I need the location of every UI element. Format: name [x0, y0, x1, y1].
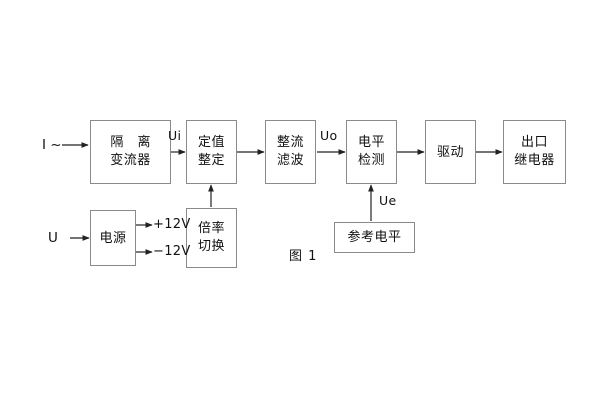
block-setting-adjustment[interactable]: 定值 整定: [186, 120, 237, 184]
block-output-relay-line2: 继电器: [514, 153, 555, 168]
figure-caption: 图 1: [289, 249, 318, 264]
block-multiplier-switch[interactable]: 倍率 切换: [186, 208, 237, 268]
block-rectify-filter-line1: 整流: [276, 134, 304, 150]
block-setting-adjustment-line1: 定值: [197, 134, 225, 150]
block-isolation-transformer[interactable]: 隔 离 变流器: [90, 120, 171, 184]
block-rectify-filter-line2: 滤波: [276, 153, 304, 168]
signal-label-ui: Ui: [168, 128, 182, 143]
power-rail-negative-label: −12V: [153, 244, 191, 259]
block-isolation-transformer-line2: 变流器: [110, 153, 151, 168]
block-power-supply-line1: 电源: [99, 230, 127, 246]
input-label-voltage: U: [48, 230, 58, 246]
input-label-current: I ~: [42, 137, 62, 153]
block-multiplier-switch-line2: 切换: [197, 239, 225, 254]
block-drive-line1: 驱动: [436, 144, 464, 160]
block-reference-level-line1: 参考电平: [347, 230, 402, 245]
block-rectify-filter[interactable]: 整流 滤波: [265, 120, 316, 184]
block-level-detection-line2: 检测: [357, 153, 385, 168]
block-setting-adjustment-line2: 整定: [197, 153, 225, 168]
block-drive[interactable]: 驱动: [425, 120, 476, 184]
block-output-relay[interactable]: 出口 继电器: [503, 120, 566, 184]
block-power-supply[interactable]: 电源: [90, 210, 136, 266]
signal-label-ue: Ue: [379, 193, 397, 208]
block-level-detection-line1: 电平: [357, 134, 385, 150]
power-rail-positive-label: +12V: [153, 217, 191, 232]
block-output-relay-line1: 出口: [520, 134, 548, 150]
block-reference-level[interactable]: 参考电平: [334, 222, 415, 253]
block-multiplier-switch-line1: 倍率: [197, 220, 225, 236]
block-level-detection[interactable]: 电平 检测: [346, 120, 397, 184]
signal-label-uo: Uo: [320, 128, 338, 143]
block-isolation-transformer-line1: 隔 离: [110, 134, 156, 150]
